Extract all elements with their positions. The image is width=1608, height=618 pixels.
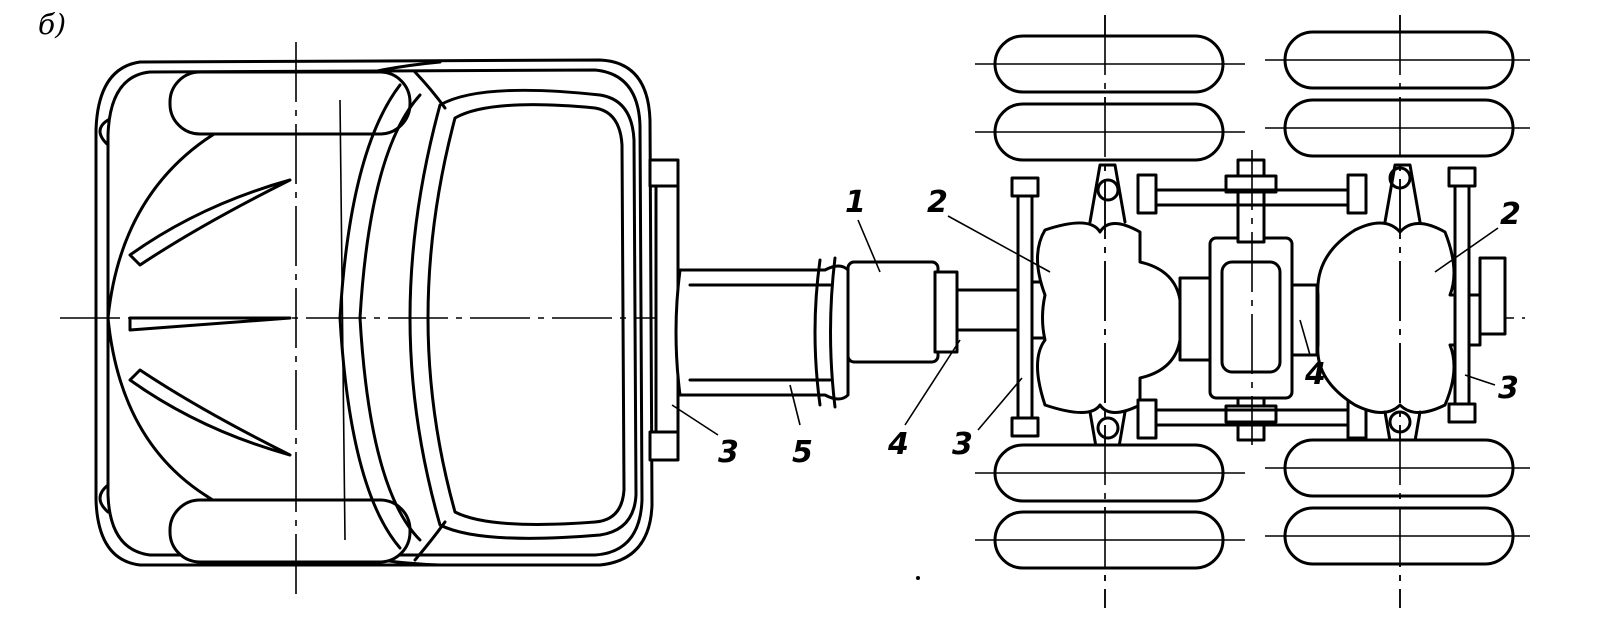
- transfer-case: [846, 260, 959, 364]
- cab: [94, 58, 654, 567]
- front-wheel-left: [168, 70, 412, 136]
- callout-5-gearbox: 5: [792, 435, 813, 470]
- callout-3-middle-axle: 3: [952, 427, 973, 462]
- front-wheel-right: [168, 498, 412, 564]
- callout-3-cab-mount: 3: [718, 435, 739, 470]
- stray-dot: [916, 576, 920, 580]
- callout-4-front-shaft: 4: [887, 427, 909, 462]
- rear-axle: [1316, 15, 1507, 608]
- middle-axle-wheels-bottom: [975, 443, 1245, 570]
- callout-2-rear-axle: 2: [1500, 197, 1521, 232]
- middle-axle-wheels-top: [975, 34, 1245, 162]
- rear-axle-wheels-top: [1265, 30, 1530, 158]
- callout-4-interaxle-shaft: 4: [1304, 357, 1326, 392]
- front-propeller-shaft: [955, 280, 1049, 340]
- gearbox: [674, 256, 850, 409]
- cab-mount-bar: [648, 158, 680, 462]
- interaxle-unit: [1136, 150, 1368, 445]
- callout-2-middle-axle: 2: [927, 185, 948, 220]
- leader-lines: [671, 215, 1499, 436]
- figure-label: б): [38, 8, 66, 41]
- callout-3-rear-axle: 3: [1498, 371, 1519, 406]
- rear-axle-wheels-bottom: [1265, 438, 1530, 566]
- callout-1-transfer-case: 1: [845, 185, 866, 220]
